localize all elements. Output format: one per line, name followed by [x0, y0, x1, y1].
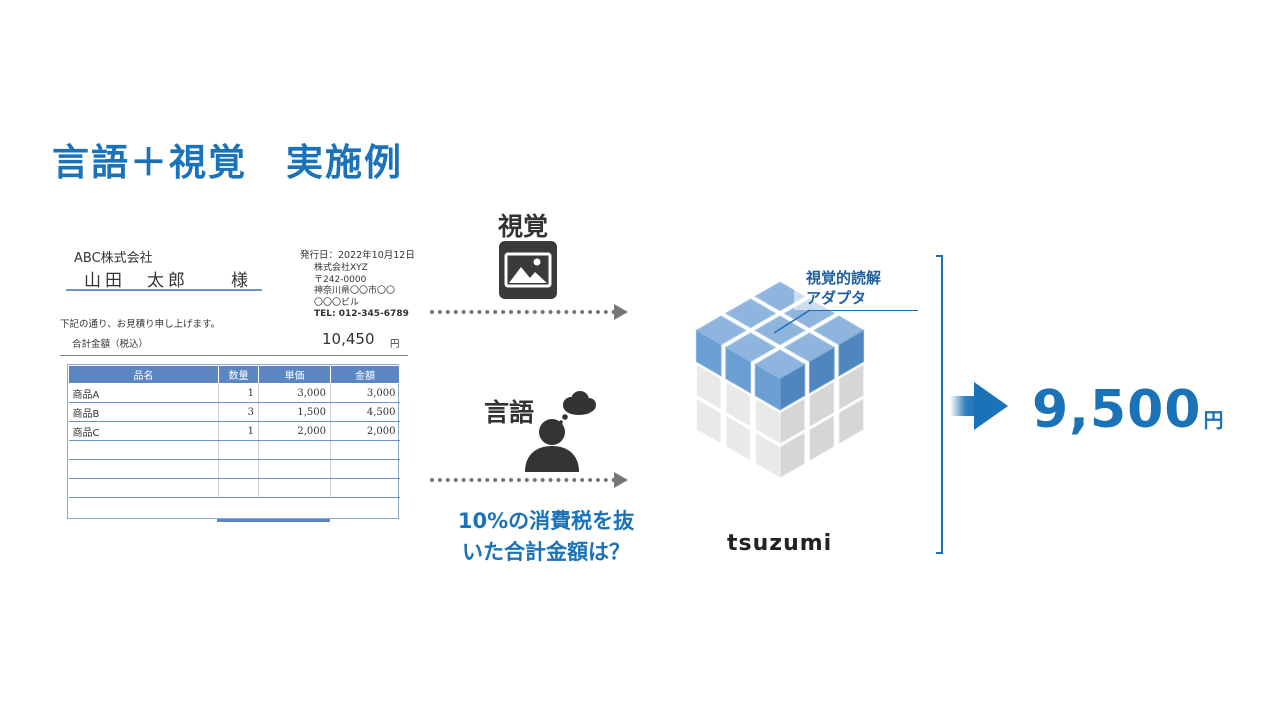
- table-cell: 1,500: [258, 402, 331, 422]
- issuer-line: 神奈川県〇〇市〇〇: [314, 286, 396, 296]
- table-cell: 3,000: [258, 383, 331, 403]
- table-cell: [68, 478, 219, 498]
- table-cell: [218, 478, 259, 498]
- question-line: いた合計金額は？: [462, 540, 630, 564]
- issuer-line: TEL: 012-345-6789: [314, 309, 409, 319]
- table-row: 商品B 3 1,500 4,500: [68, 402, 400, 422]
- total-label: 合計金額（税込）: [72, 339, 149, 350]
- issuer-line: 株式会社XYZ: [314, 263, 368, 273]
- language-dotted-arrow: [430, 478, 616, 482]
- person-thinking-icon: [523, 388, 598, 474]
- arrow-right-icon: [950, 380, 1010, 432]
- result-value: 9,500: [1032, 380, 1202, 440]
- quotation-document: ABC株式会社 山田 太郎 様 発行日：2022年10月12日 株式会社XYZ …: [60, 242, 420, 532]
- adapter-leader-line: [808, 310, 918, 311]
- issuer-line: 〒242-0000: [314, 274, 367, 285]
- table-row: 商品C 1 2,000 2,000: [68, 421, 400, 441]
- column-header: 金額: [330, 365, 400, 384]
- vision-dotted-arrow: [430, 310, 616, 314]
- column-header: 品名: [68, 365, 219, 384]
- table-cell: [68, 440, 219, 460]
- model-name: tsuzumi: [727, 531, 833, 556]
- adapter-label: 視覚的読解 アダプタ: [806, 268, 881, 308]
- table-row: 商品A 1 3,000 3,000: [68, 383, 400, 403]
- page-title: 言語＋視覚 実施例: [52, 141, 403, 184]
- table-cell: [258, 459, 331, 479]
- table-cell: 商品A: [68, 383, 219, 403]
- total-value: 10,450: [322, 330, 375, 348]
- recipient-name: 山田 太郎 様: [84, 271, 252, 291]
- table-cell: 4,500: [330, 402, 400, 422]
- items-table: 品名 数量 単価 金額 商品A 1 3,000 3,000 商品B 3 1,50…: [68, 365, 400, 498]
- vision-arrowhead: [614, 304, 628, 320]
- table-cell: 商品C: [68, 421, 219, 441]
- image-icon-graphic: [504, 252, 552, 288]
- table-cell: 商品B: [68, 402, 219, 422]
- table-header-row: 品名 数量 単価 金額: [68, 365, 400, 384]
- table-cell: 1: [218, 421, 259, 441]
- language-label: 言語: [484, 398, 535, 427]
- recipient-underline: [66, 289, 262, 291]
- adapter-label-line: 視覚的読解: [806, 269, 882, 287]
- table-cell: [218, 440, 259, 460]
- column-header: 数量: [218, 365, 259, 384]
- question-text: 10%の消費税を抜 いた合計金額は？: [422, 506, 670, 568]
- issue-date: 発行日：2022年10月12日: [300, 250, 415, 261]
- grouping-bracket: [936, 255, 943, 554]
- result-unit: 円: [1203, 408, 1224, 432]
- vision-label: 視覚: [498, 212, 549, 241]
- table-cell: [330, 478, 400, 498]
- table-total-bar: [217, 519, 330, 522]
- adapter-label-line: アダプタ: [806, 289, 867, 307]
- company-name: ABC株式会社: [74, 251, 153, 266]
- cube-icon: [675, 270, 885, 520]
- table-cell: [68, 459, 219, 479]
- adapter-pointer-line: [773, 309, 811, 334]
- language-arrowhead: [614, 472, 628, 488]
- table-cell: 2,000: [330, 421, 400, 441]
- table-cell: [218, 459, 259, 479]
- column-header: 単価: [258, 365, 331, 384]
- table-row: [68, 459, 400, 479]
- intro-text: 下記の通り、お見積り申し上げます。: [60, 319, 221, 330]
- table-row: [68, 478, 400, 498]
- image-icon: [499, 241, 557, 299]
- table-cell: [330, 459, 400, 479]
- table-cell: [258, 440, 331, 460]
- table-cell: 3: [218, 402, 259, 422]
- question-line: 10%の消費税を抜: [457, 509, 635, 533]
- issuer-info: 株式会社XYZ 〒242-0000 神奈川県〇〇市〇〇 〇〇〇ビル TEL: 0…: [314, 263, 409, 321]
- table-cell: 3,000: [330, 383, 400, 403]
- issuer-line: 〇〇〇ビル: [314, 297, 360, 308]
- table-cell: [330, 440, 400, 460]
- total-underline: [60, 355, 408, 356]
- table-cell: [258, 478, 331, 498]
- table-row: [68, 440, 400, 460]
- table-cell: 2,000: [258, 421, 331, 441]
- adapter-label-background: [794, 268, 882, 310]
- table-cell: 1: [218, 383, 259, 403]
- total-unit: 円: [390, 339, 400, 350]
